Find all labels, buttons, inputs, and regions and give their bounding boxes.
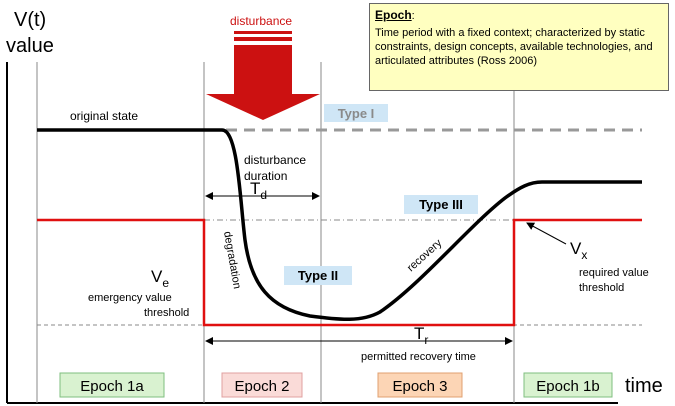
epoch-3-box [377,372,463,398]
type-2-label: Type II [298,268,338,283]
disturbance-duration-line1: disturbance [244,153,306,167]
degradation-label: degradation [221,230,243,289]
type-1-box [324,104,388,122]
ve-description-line2: threshold [144,307,189,319]
type-2-box [284,266,352,285]
epoch-1b-label: Epoch 1b [536,378,599,395]
epoch-definition-note: Epoch: Time period with a fixed context;… [369,3,669,91]
disturbance-duration-line2: duration [244,169,287,183]
recovery-label: recovery [405,237,445,274]
type-3-box [404,195,478,214]
disturbance-bar-1 [234,31,292,34]
x-axis-label: time [625,375,663,397]
vx-description-line2: threshold [579,282,624,294]
epoch-2-box [221,372,303,398]
vx-symbol: Vx [570,239,587,262]
y-axis-label-line1: V(t) [14,9,46,31]
disturbance-arrow [206,45,320,120]
threshold-step-line [37,218,642,327]
disturbance-bar-2 [234,37,292,41]
type-1-label: Type I [338,106,375,121]
epoch-3-label: Epoch 3 [392,378,447,395]
epoch-1a-label: Epoch 1a [80,378,144,395]
y-axis-label-line2: value [6,35,54,57]
tr-description: permitted recovery time [361,351,476,363]
value-curve [37,128,642,322]
original-state-label: original state [70,109,138,123]
vx-pointer-line [526,222,567,245]
ve-symbol: Ve [151,267,169,290]
epoch-1b-box [523,372,613,398]
disturbance-label: disturbance [230,14,292,28]
tr-symbol: Tr [414,324,428,347]
td-symbol: Td [250,179,267,202]
epoch-2-label: Epoch 2 [234,378,289,395]
epoch-note-colon: : [411,10,415,22]
type-3-label: Type III [419,197,463,212]
vx-description-line1: required value [579,267,649,279]
epoch-note-body: Time period with a fixed context; charac… [375,27,653,67]
epoch-1a-box [59,372,165,398]
ve-description-line1: emergency value [88,292,172,304]
epoch-note-title: Epoch [375,8,412,22]
